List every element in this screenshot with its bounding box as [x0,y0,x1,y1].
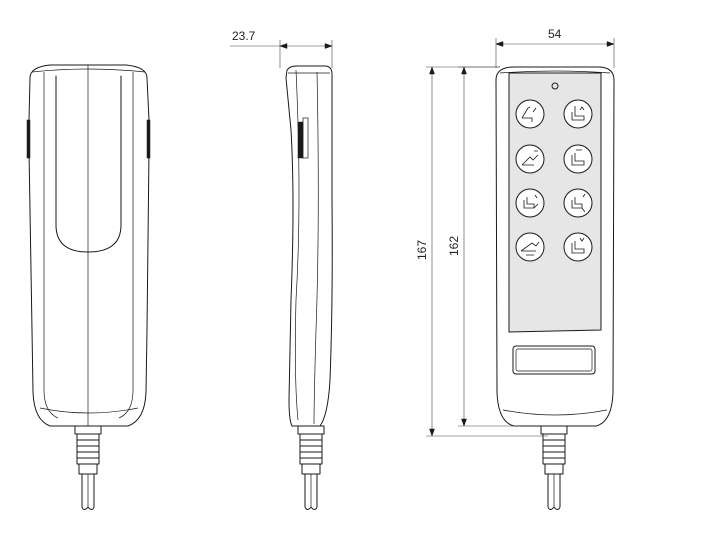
seat-up-icon [571,106,585,121]
back-view-left-side-button [26,119,31,159]
side-view-strain-relief [297,425,325,475]
control-buttons [515,99,593,262]
control-button-r4c2[interactable] [563,232,593,262]
control-panel [508,72,602,333]
full-recline-icon [520,241,540,256]
front-view-strain-relief [540,425,568,475]
front-view-outline [495,66,615,427]
back-view-right-side-button [146,119,151,159]
depth-dimension-label: 23.7 [232,29,256,43]
control-button-face[interactable] [515,99,545,129]
control-button-face[interactable] [563,232,593,262]
control-button-r3c2[interactable] [563,188,593,218]
label-window-inner [515,348,593,372]
front-view-top-edge [499,70,611,74]
control-button-r4c1[interactable] [515,232,545,262]
body-height-dimension-label: 162 [447,236,461,256]
control-button-face[interactable] [563,99,593,129]
side-view-outline [285,65,333,427]
side-view-button-housing [302,117,309,159]
control-button-r2c1[interactable] [515,144,545,174]
control-button-face[interactable] [563,188,593,218]
side-view-side-button [297,121,304,159]
front-view: 54 167 162 [415,27,615,510]
width-dimension-label: 54 [548,27,562,41]
legrest-down-icon [571,193,586,213]
status-led-icon [551,82,559,90]
depth-dimension: 23.7 [230,29,333,68]
side-view: 23.7 [230,29,333,510]
back-view-right-inner-edge [118,72,134,419]
back-view-strain-relief [74,425,102,475]
seat-down-icon [571,237,585,254]
control-button-face[interactable] [515,144,545,174]
control-button-face[interactable] [563,144,593,174]
front-view-bottom-curve [502,409,608,416]
back-view-grip-recess [55,75,122,253]
recline-icon [521,150,539,166]
control-button-face[interactable] [515,232,545,262]
total-height-dimension: 167 [415,66,548,437]
control-button-r1c2[interactable] [563,99,593,129]
backrest-icon [521,106,537,122]
control-button-r1c1[interactable] [515,99,545,129]
control-button-r2c2[interactable] [563,144,593,174]
back-view-bottom-curve [39,407,139,414]
body-height-dimension: 162 [447,66,520,427]
legrest-up-icon [523,194,539,209]
back-view [26,64,151,510]
total-height-dimension-label: 167 [415,240,429,260]
label-window [512,345,596,375]
side-view-back-face [313,71,319,425]
seat-lift-icon [571,149,585,166]
back-view-left-inner-edge [43,72,59,419]
control-button-face[interactable] [515,188,545,218]
back-view-top-edge [31,68,146,73]
control-button-r3c1[interactable] [515,188,545,218]
back-view-outline [28,64,150,427]
width-dimension: 54 [495,27,615,68]
